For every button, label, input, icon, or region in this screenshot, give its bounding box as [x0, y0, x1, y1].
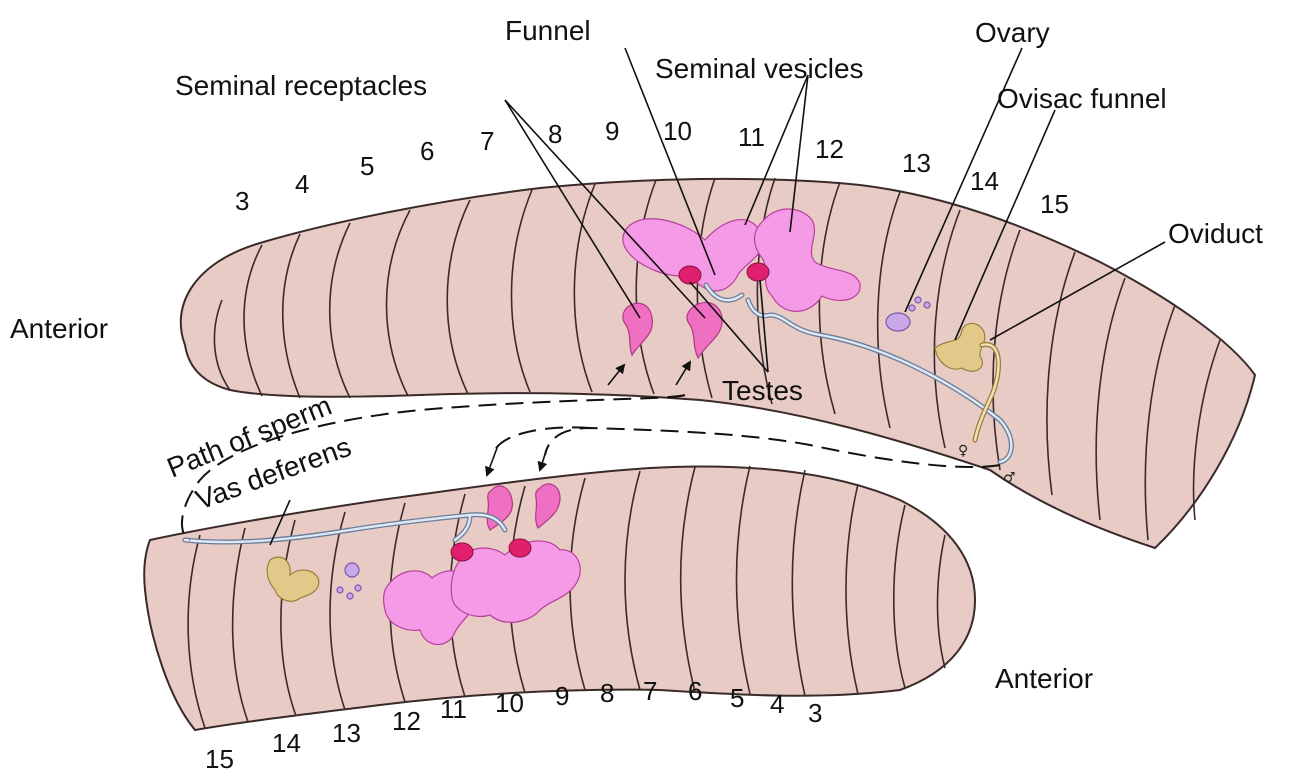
- segment-number: 10: [495, 688, 524, 718]
- segment-number: 13: [332, 718, 361, 748]
- label-ovisac-funnel: Ovisac funnel: [997, 83, 1167, 114]
- segment-number: 11: [738, 122, 765, 152]
- label-ovary: Ovary: [975, 17, 1050, 48]
- segment-number: 13: [902, 148, 931, 178]
- segment-number: 4: [295, 169, 309, 199]
- sperm-arrow-3: [487, 448, 497, 475]
- label-seminal-vesicles: Seminal vesicles: [655, 53, 864, 84]
- segment-number: 5: [360, 151, 374, 181]
- segment-number: 9: [605, 116, 619, 146]
- segment-number: 7: [480, 126, 494, 156]
- label-testes: Testes: [722, 375, 803, 406]
- segment-number: 3: [808, 698, 822, 728]
- segment-number: 12: [815, 134, 844, 164]
- sperm-arrow-4: [540, 448, 547, 470]
- segment-number: 12: [392, 706, 421, 736]
- segment-number: 5: [730, 683, 744, 713]
- segment-number: 7: [643, 676, 657, 706]
- label-anterior-top: Anterior: [10, 313, 108, 344]
- label-seminal-receptacles: Seminal receptacles: [175, 70, 427, 101]
- male-symbol: ♂: [1003, 470, 1016, 486]
- segment-number: 9: [555, 681, 569, 711]
- testis-top-b: [747, 263, 769, 281]
- segment-number: 8: [600, 678, 614, 708]
- segment-number: 14: [272, 728, 301, 758]
- ovary-top: [886, 313, 910, 331]
- testis-bottom-a: [451, 543, 473, 561]
- segment-number: 6: [688, 676, 702, 706]
- segment-number: 14: [970, 166, 999, 196]
- testis-bottom-b: [509, 539, 531, 557]
- testis-top-a: [679, 266, 701, 284]
- label-funnel: Funnel: [505, 15, 591, 46]
- segment-number: 4: [770, 689, 784, 719]
- label-oviduct: Oviduct: [1168, 218, 1263, 249]
- segment-number: 11: [440, 694, 467, 724]
- label-anterior-bottom: Anterior: [995, 663, 1093, 694]
- segment-number: 15: [205, 744, 234, 774]
- segment-number: 8: [548, 119, 562, 149]
- segment-number: 6: [420, 136, 434, 166]
- segment-number: 3: [235, 186, 249, 216]
- female-symbol: ♀: [958, 443, 968, 459]
- segment-number: 10: [663, 116, 692, 146]
- segment-number: 15: [1040, 189, 1069, 219]
